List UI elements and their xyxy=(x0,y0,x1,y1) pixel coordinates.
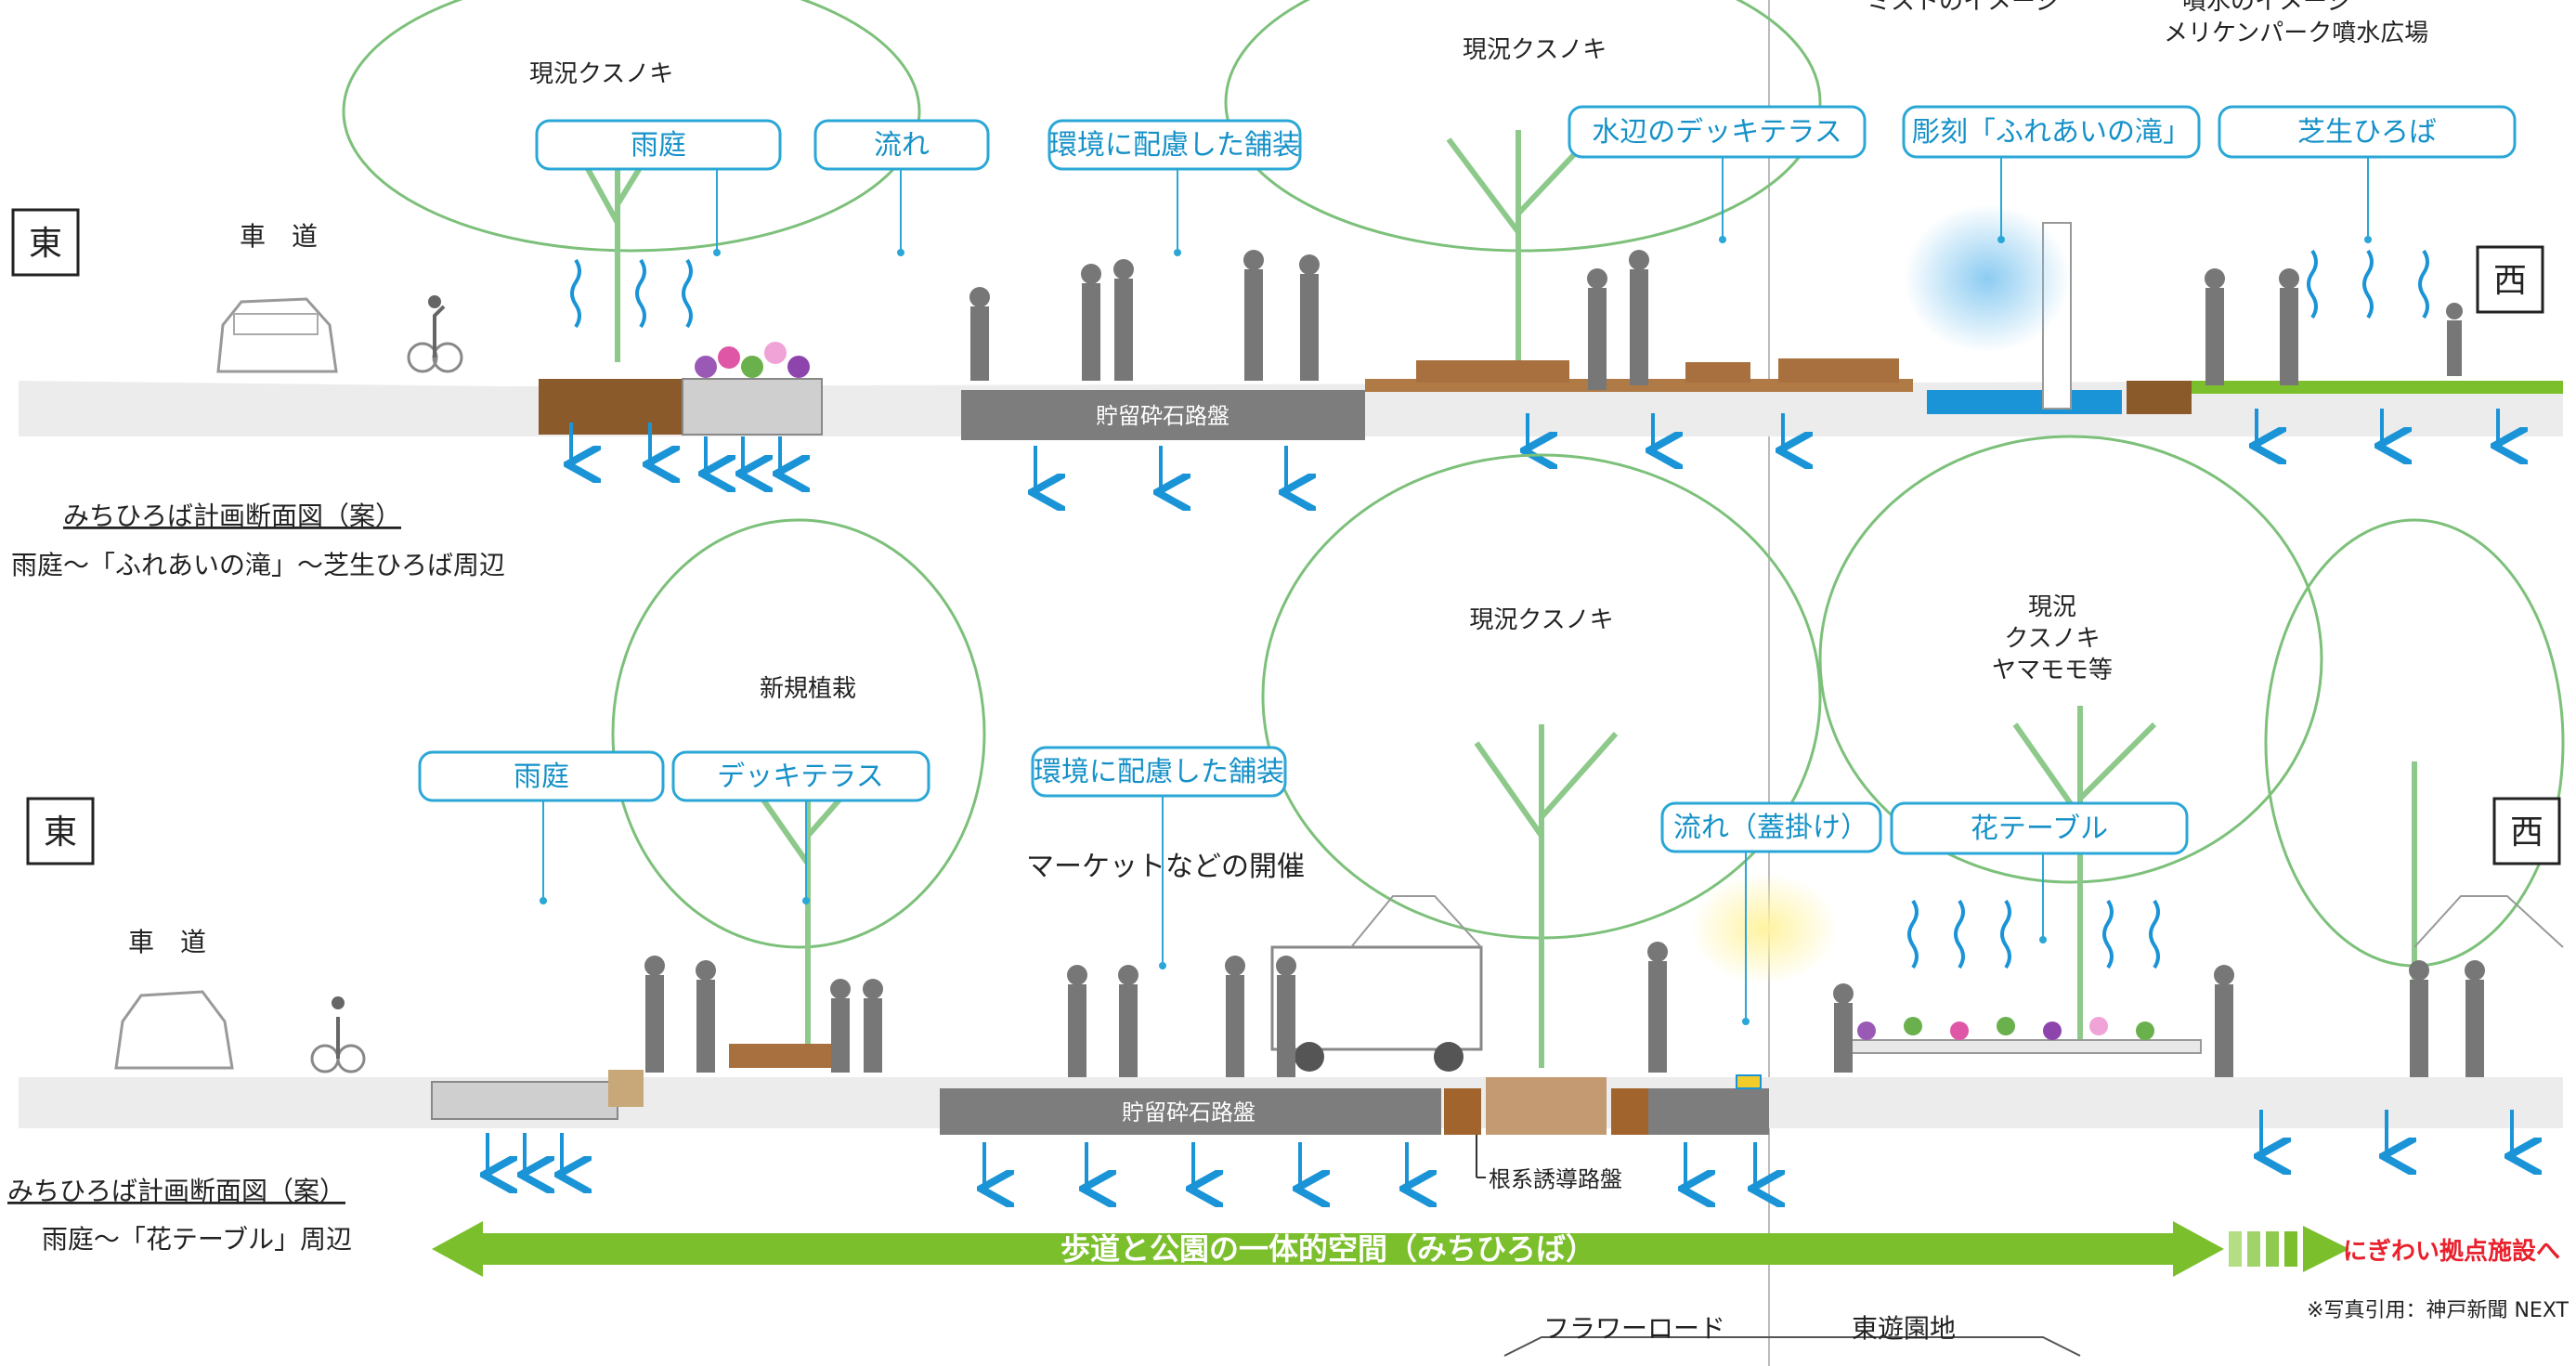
market-label: マーケットなどの開催 xyxy=(1026,851,1305,883)
west-box-bottom xyxy=(2492,797,2561,865)
flower-table xyxy=(1838,1017,2202,1054)
tree-label-new: 新規植栽 xyxy=(760,675,856,703)
road-label-bottom: 車 道 xyxy=(128,927,206,957)
people-bottom xyxy=(644,942,2485,1077)
plan-subtitle-top: 雨庭～「ふれあいの滝」～芝生ひろば周辺 xyxy=(11,550,505,580)
lawn-soil-top xyxy=(2127,381,2192,414)
tree-bottom-center xyxy=(1261,453,1822,1068)
meriken-caption: メリケンパーク噴水広場 xyxy=(2164,20,2428,47)
plan-subtitle-bottom: 雨庭～「花テーブル」周辺 xyxy=(42,1224,352,1255)
destination-label: にぎわい拠点施設へ xyxy=(2343,1237,2560,1266)
lawn-top xyxy=(2192,381,2563,394)
svg-text:雨庭: 雨庭 xyxy=(631,129,686,162)
tent-right xyxy=(2413,895,2564,948)
tree-label-bottom-right-3: ヤマモモ等 xyxy=(1992,657,2113,684)
car-top xyxy=(216,297,338,373)
svg-text:流れ: 流れ xyxy=(874,129,930,162)
gradient-arrow xyxy=(2229,1226,2349,1272)
svg-text:デッキテラス: デッキテラス xyxy=(717,761,883,793)
svg-text:花テーブル: 花テーブル xyxy=(1971,813,2108,845)
light-glow xyxy=(1690,873,1839,984)
tree-label-top-1: 現況クスノキ xyxy=(529,60,673,88)
gravel-bed-bottom xyxy=(431,1081,618,1120)
tree-top-left xyxy=(342,0,921,362)
svg-text:芝生ひろば: 芝生ひろば xyxy=(2297,116,2437,149)
fountain-pool-top xyxy=(1927,390,2122,414)
tree-label-bottom-center: 現況クスノキ xyxy=(1469,606,1613,634)
people-top xyxy=(969,250,2463,390)
callout-covered-stream: 流れ（蓋掛け） xyxy=(1660,801,1882,1025)
east-box-top xyxy=(11,208,80,277)
storage-bed-bottom-2 xyxy=(1648,1088,1769,1135)
east-label-bottom: 東 xyxy=(44,813,77,852)
integrated-space-label: 歩道と公園の一体的空間（みちひろば） xyxy=(1060,1231,1595,1267)
mist-caption: ミストのイメージ xyxy=(1867,0,2059,16)
flower-bed-top xyxy=(695,342,810,378)
storage-bed-top xyxy=(961,390,1365,440)
callout-paving-bottom: 環境に配慮した舗装 xyxy=(1031,746,1287,969)
callout-lawn-top: 芝生ひろば xyxy=(2218,105,2517,243)
svg-text:環境に配慮した舗装: 環境に配慮した舗装 xyxy=(1049,129,1300,162)
callout-flower-table: 花テーブル xyxy=(1890,801,2189,943)
callout-deck-top: 水辺のデッキテラス xyxy=(1568,105,1867,243)
cyclist-top xyxy=(407,295,463,373)
callout-sculpture-top: 彫刻「ふれあいの滝」 xyxy=(1902,105,2201,243)
tree-label-top-2: 現況クスノキ xyxy=(1463,36,1607,64)
callout-paving-top: 環境に配慮した舗装 xyxy=(1047,119,1302,256)
rain-garden-soil-top xyxy=(539,379,696,435)
storage-bed-bottom xyxy=(940,1088,1441,1135)
svg-text:流れ（蓋掛け）: 流れ（蓋掛け） xyxy=(1673,812,1868,844)
evaporation-bottom xyxy=(1907,899,2160,969)
bench-top-2 xyxy=(1685,362,1750,383)
zone-flower-road: フラワーロード xyxy=(1543,1313,1725,1344)
zone-bracket xyxy=(1503,1336,2081,1357)
road-label-top: 車 道 xyxy=(240,221,318,252)
storage-label-bottom: 貯留砕石路盤 xyxy=(1122,1099,1255,1125)
mist-glow xyxy=(1904,204,2071,353)
bottom-section: 新規植栽 現況クスノキ 現況 クスノキ ヤマモモ等 東 西 車 道 貯留砕石路盤 xyxy=(7,435,2565,1255)
root-bed-2 xyxy=(1611,1088,1648,1135)
curb-bottom xyxy=(608,1070,644,1107)
infiltration-arrows-top xyxy=(571,409,2498,492)
cyclist-bottom xyxy=(310,996,366,1073)
svg-text:雨庭: 雨庭 xyxy=(514,761,569,793)
callout-rain-garden-bottom: 雨庭 xyxy=(418,750,665,904)
west-label-bottom: 西 xyxy=(2510,813,2543,852)
top-section: ミストのイメージ 噴水のイメージ メリケンパーク噴水広場 現況クスノキ 現況クス… xyxy=(11,0,2563,580)
car-bottom xyxy=(114,990,234,1070)
footer: 歩道と公園の一体的空間（みちひろば） にぎわい拠点施設へ ※写真引用：神戸新聞 … xyxy=(432,1221,2569,1357)
gravel-bed-top xyxy=(682,378,823,436)
callout-stream-top: 流れ xyxy=(813,119,990,256)
root-soil xyxy=(1486,1077,1607,1135)
callout-deck-bottom: デッキテラス xyxy=(671,750,930,904)
bench-bottom xyxy=(729,1044,850,1068)
storage-label-top: 貯留砕石路盤 xyxy=(1096,403,1229,429)
bench-top-3 xyxy=(1778,358,1899,383)
tree-label-bottom-right-2: クスノキ xyxy=(2004,625,2100,653)
east-label-top: 東 xyxy=(29,225,62,263)
svg-text:彫刻「ふれあいの滝」: 彫刻「ふれあいの滝」 xyxy=(1912,116,2191,149)
callout-rain-garden-top: 雨庭 xyxy=(535,119,782,256)
integrated-space-arrow xyxy=(432,1221,2224,1277)
svg-text:環境に配慮した舗装: 環境に配慮した舗装 xyxy=(1034,756,1284,788)
tree-bottom-right xyxy=(1818,435,2323,1049)
photo-credit: ※写真引用：神戸新聞 NEXT xyxy=(2307,1299,2569,1322)
evaporation-top xyxy=(570,249,2429,329)
plan-title-bottom: みちひろば計画断面図（案） xyxy=(7,1176,345,1206)
bench-top-1 xyxy=(1416,360,1569,383)
tree-label-bottom-right-1: 現況 xyxy=(2028,593,2076,621)
west-box-top xyxy=(2476,245,2544,314)
root-bed-1 xyxy=(1444,1088,1481,1135)
svg-text:水辺のデッキテラス: 水辺のデッキテラス xyxy=(1592,116,1841,149)
root-label: 根系誘導路盤 xyxy=(1489,1166,1622,1192)
east-box-bottom xyxy=(26,797,95,865)
infiltration-arrows-bottom xyxy=(488,1110,2512,1189)
zone-east-park: 東遊園地 xyxy=(1852,1313,1956,1344)
west-label-top: 西 xyxy=(2493,262,2527,300)
market-truck xyxy=(1270,895,1483,1072)
plan-title-top: みちひろば計画断面図（案） xyxy=(63,501,401,531)
fountain-caption: 噴水のイメージ xyxy=(2182,0,2350,16)
covered-stream xyxy=(1736,1074,1762,1089)
